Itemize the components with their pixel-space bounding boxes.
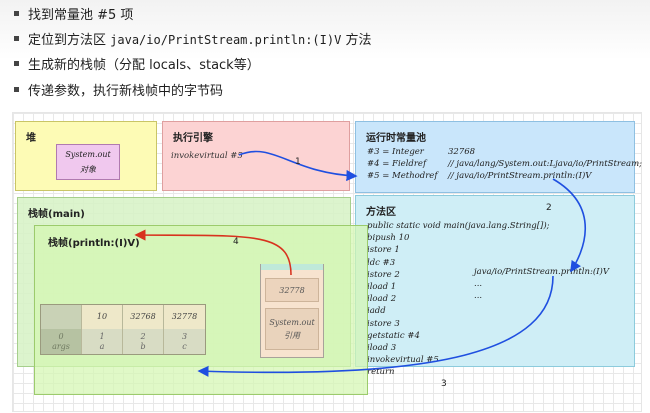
local-label: 2 b bbox=[123, 329, 163, 354]
bullet-icon bbox=[14, 11, 19, 16]
local-value: 32768 bbox=[123, 305, 163, 329]
local-name: c bbox=[182, 342, 187, 351]
local-variable-table: 0 args 10 1 a 32768 2 b 32778 bbox=[40, 304, 206, 355]
operand-ref-name: System.out bbox=[269, 318, 315, 327]
heap-object-label: 对象 bbox=[80, 165, 96, 174]
bytecode-line: istore 2 bbox=[367, 269, 400, 280]
arrow-2-label: 2 bbox=[546, 203, 552, 213]
local-label: 1 a bbox=[82, 329, 122, 354]
bullet-icon bbox=[14, 87, 19, 92]
bytecode-line: istore 3 bbox=[367, 318, 400, 329]
local-index: 2 bbox=[140, 332, 146, 341]
flow-arrows: 1 2 3 4 bbox=[134, 150, 587, 389]
bytecode-line: iload 1 bbox=[367, 282, 397, 293]
println-signature: java/io/PrintStream.println:(I)V bbox=[474, 267, 609, 277]
local-name: b bbox=[140, 342, 146, 351]
engine-instruction: invokevirtual #5 bbox=[171, 151, 243, 161]
bytecode-line: getstatic #4 bbox=[367, 330, 420, 341]
step-2-suffix: 方法 bbox=[341, 33, 372, 48]
operand-value: 32778 bbox=[265, 278, 319, 302]
bytecode-line: istore 1 bbox=[367, 245, 400, 256]
step-2-text: 定位到方法区 bbox=[28, 33, 111, 48]
operand-stack: 32778 System.out 引用 bbox=[260, 264, 324, 358]
arrow-1-label: 1 bbox=[295, 157, 301, 167]
arrow-1 bbox=[238, 150, 358, 182]
bullet-icon bbox=[14, 61, 19, 66]
header-background bbox=[0, 0, 650, 60]
println-method-code: java/io/PrintStream.println:(I)V ... ... bbox=[474, 266, 609, 302]
method-area-bytecode: public static void main(java.lang.String… bbox=[367, 220, 550, 379]
arrow-3 bbox=[197, 275, 554, 377]
main-stack-title: 栈帧(main) bbox=[28, 209, 85, 220]
local-index: 1 bbox=[99, 332, 105, 341]
heap-object-name: System.out bbox=[65, 150, 111, 159]
println-ellipsis: ... bbox=[474, 279, 483, 289]
step-4: 传递参数，执行新栈帧中的字节码 bbox=[14, 80, 223, 99]
bytecode-line: ldc #3 bbox=[367, 257, 396, 268]
jvm-diagram: 堆 System.out 对象 执行引擎 invokevirtual #5 运行… bbox=[12, 112, 642, 412]
bytecode-line: public static void main(java.lang.String… bbox=[367, 221, 550, 231]
cp-entry-5-value: // java/io/PrintStream.println:(I)V bbox=[448, 171, 592, 181]
local-value: 10 bbox=[82, 305, 122, 329]
println-ellipsis: ... bbox=[474, 291, 483, 301]
operand-stack-top bbox=[261, 264, 323, 270]
heap-box: 堆 System.out 对象 bbox=[15, 121, 157, 191]
heap-title: 堆 bbox=[26, 133, 36, 144]
arrow-2 bbox=[552, 178, 587, 273]
step-2-code: java/io/PrintStream.println:(I)V bbox=[110, 33, 342, 47]
local-slot-2: 32768 2 b bbox=[123, 305, 164, 354]
step-4-text: 传递参数，执行新栈帧中的字节码 bbox=[28, 84, 224, 99]
step-1-text: 找到常量池 #5 项 bbox=[28, 8, 134, 23]
method-area-title: 方法区 bbox=[366, 207, 396, 218]
execution-engine-box: 执行引擎 invokevirtual #5 bbox=[162, 121, 350, 191]
step-3: 生成新的栈帧（分配 locals、stack等） bbox=[14, 54, 260, 73]
constant-pool-box: 运行时常量池 #3 = Integer 32768 #4 = Fieldref … bbox=[355, 121, 642, 193]
local-name: args bbox=[52, 342, 70, 351]
operand-reference: System.out 引用 bbox=[265, 308, 319, 350]
local-name: a bbox=[99, 342, 105, 351]
cp-entry-3-index: #3 = Integer bbox=[367, 147, 424, 157]
method-area-box: 方法区 public static void main(java.lang.St… bbox=[355, 195, 635, 377]
bytecode-line: bipush 10 bbox=[367, 233, 410, 244]
cp-entry-4-value: // java/lang/System.out:Ljava/io/PrintSt… bbox=[448, 159, 642, 169]
arrow-4-label: 4 bbox=[233, 237, 239, 247]
bytecode-line: iload 3 bbox=[367, 343, 397, 354]
local-label: 3 c bbox=[164, 329, 205, 354]
local-slot-1: 10 1 a bbox=[82, 305, 123, 354]
engine-title: 执行引擎 bbox=[173, 133, 213, 144]
system-out-object: System.out 对象 bbox=[56, 144, 120, 180]
step-2: 定位到方法区 java/io/PrintStream.println:(I)V … bbox=[14, 29, 371, 48]
cp-entry-3-value: 32768 bbox=[448, 147, 476, 157]
bytecode-line: iload 2 bbox=[367, 294, 397, 305]
constant-pool-title: 运行时常量池 bbox=[366, 133, 426, 144]
bytecode-line: return bbox=[367, 367, 395, 378]
bytecode-line: iadd bbox=[367, 306, 386, 317]
step-1: 找到常量池 #5 项 bbox=[14, 4, 133, 23]
local-value: 32778 bbox=[164, 305, 205, 329]
cp-entry-5-index: #5 = Methodref bbox=[367, 171, 438, 181]
operand-ref-label: 引用 bbox=[284, 331, 300, 340]
cp-entry-4-index: #4 = Fieldref bbox=[367, 159, 427, 169]
local-slot-0: 0 args bbox=[41, 305, 82, 354]
local-value bbox=[41, 305, 81, 329]
arrow-3-label: 3 bbox=[441, 379, 447, 389]
local-label: 0 args bbox=[41, 329, 81, 354]
step-3-text: 生成新的栈帧（分配 locals、stack等） bbox=[28, 58, 260, 73]
bullet-icon bbox=[14, 36, 19, 41]
local-index: 3 bbox=[181, 332, 188, 341]
local-index: 0 bbox=[58, 332, 64, 341]
println-frame-title: 栈帧(println:(I)V) bbox=[48, 238, 140, 249]
arrow-4 bbox=[134, 229, 292, 276]
bytecode-line: invokevirtual #5 bbox=[367, 355, 439, 366]
local-slot-3: 32778 3 c bbox=[164, 305, 205, 354]
